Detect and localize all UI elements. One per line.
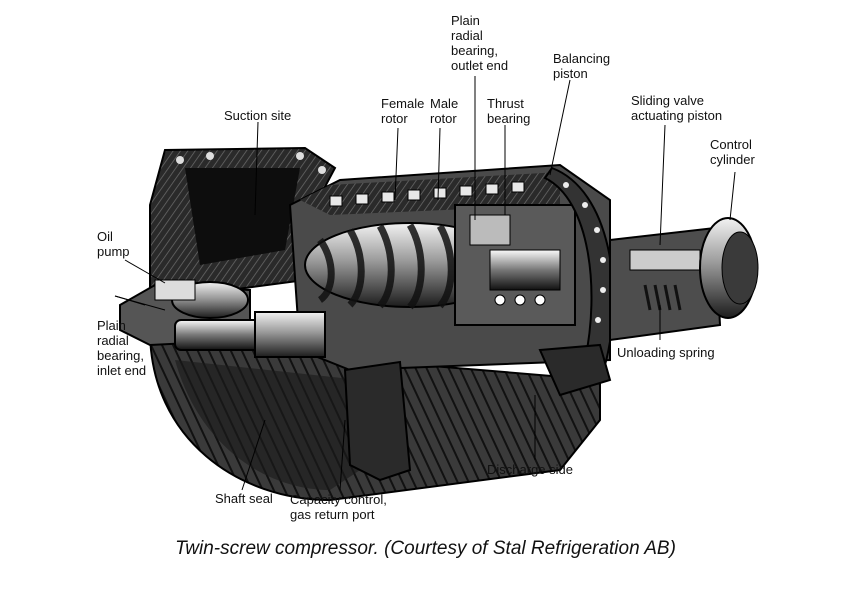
label-discharge-side: Discharge side	[487, 462, 573, 477]
label-capacity-control: Capacity control, gas return port	[290, 492, 387, 522]
label-sliding-valve: Sliding valve actuating piston	[631, 93, 723, 123]
label-thrust-bearing: Thrust bearing	[487, 96, 531, 126]
mounting-feet	[343, 343, 612, 482]
label-plain-bearing-outlet: Plain radial bearing, outlet end	[451, 13, 509, 73]
label-oil-pump: Oil pump	[97, 229, 130, 259]
control-cylinder-assembly	[609, 217, 759, 342]
casing-teeth	[329, 181, 525, 207]
label-unloading-spring: Unloading spring	[617, 345, 715, 360]
label-suction-site: Suction site	[224, 108, 292, 123]
figure-caption: Twin-screw compressor. (Courtesy of Stal…	[175, 538, 676, 559]
bearing-housing	[454, 204, 576, 326]
label-plain-bearing-inlet: Plain radial bearing, inlet end	[97, 318, 147, 378]
suction-housing	[149, 146, 337, 302]
label-control-cylinder: Control cylinder	[710, 137, 755, 167]
leader-lines	[114, 76, 736, 491]
drive-shaft	[119, 279, 326, 358]
label-shaft-seal: Shaft seal	[215, 491, 273, 506]
label-female-rotor: Female rotor	[381, 96, 425, 126]
label-balancing-piston: Balancing piston	[553, 51, 611, 81]
label-male-rotor: Male rotor	[430, 96, 459, 126]
